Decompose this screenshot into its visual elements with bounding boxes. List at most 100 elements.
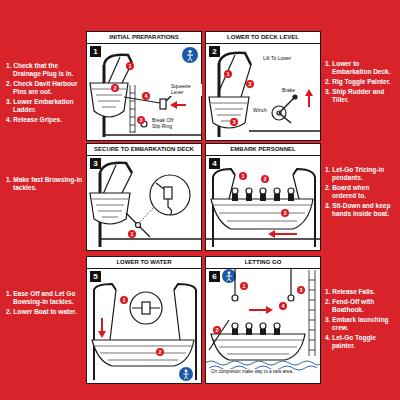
instruction-text: 1. Ease Off and Let Go Bowsing-in tackle…: [6, 290, 84, 306]
safety-sign: [222, 269, 236, 283]
davit-brace: [219, 55, 235, 91]
red-arrow: [308, 95, 310, 107]
instruction-list: 1. Make fast Browsing-in tackles.: [6, 176, 84, 194]
person-body: [274, 329, 280, 335]
red-arrow: [176, 104, 186, 106]
instruction-text: 2. Lower Boat to water.: [6, 308, 84, 316]
instruction-text: 1. Let-Go Tricing-in pendants.: [325, 166, 395, 182]
callout-number: 3: [281, 209, 289, 217]
pilot-ladder: [309, 270, 315, 356]
safety-sign: [179, 367, 193, 381]
panel-ground: [86, 143, 202, 251]
person-body: [246, 329, 252, 335]
gripe-lever-body: [160, 99, 166, 109]
embarkation-ladder: [130, 85, 135, 133]
detail-wire: [156, 183, 164, 189]
person-body: [232, 194, 238, 201]
callout-number: 2: [213, 326, 221, 334]
panel-heading: EMBARK PERSONNEL: [206, 144, 320, 156]
red-arrow: [249, 309, 266, 311]
person-head: [274, 188, 280, 194]
step-number-box: 4: [209, 158, 220, 169]
person-body: [288, 194, 294, 201]
instruction-text: 1. Lower to Embarkation Deck.: [325, 60, 395, 76]
person-head: [260, 323, 266, 329]
sign-figure: [183, 373, 188, 379]
released-falls: [235, 268, 291, 295]
water-waves: [205, 361, 321, 365]
person-body: [274, 194, 280, 201]
callout-number: 4: [279, 302, 287, 310]
davit-arm: [219, 53, 251, 65]
panel-heading: LOWER TO DECK LEVEL: [206, 32, 320, 44]
seated-crew: [232, 323, 280, 335]
step-number: 2: [209, 46, 220, 57]
instruction-text: 2. Rig Toggle Painter.: [325, 78, 395, 86]
instruction-list: 1. Ease Off and Let Go Bowsing-in tackle…: [6, 290, 84, 318]
detail-circle: [150, 175, 190, 215]
step-number-box: 5: [90, 271, 101, 282]
callout-number: 2: [246, 80, 254, 88]
blue-sign: [222, 269, 236, 283]
sign-figure-head: [228, 272, 231, 275]
blue-sign: [182, 47, 198, 63]
person-body: [246, 194, 252, 201]
davit-arm: [174, 284, 196, 380]
panel-ground: [86, 256, 202, 384]
deck-line: [249, 130, 321, 132]
instruction-text: 1. Release Falls.: [325, 288, 395, 296]
step-number: 5: [90, 271, 101, 282]
hull-hatching: [213, 340, 303, 354]
bowsing-tackle: [126, 213, 150, 237]
step-number: 1: [90, 46, 101, 57]
davit-arm: [100, 163, 132, 173]
winch-handle: [279, 113, 291, 123]
sign-figure: [226, 275, 231, 281]
hull-hatching: [211, 103, 247, 121]
step-panel: EMBARK PERSONNEL 4: [205, 143, 321, 251]
detail-block: [142, 302, 150, 314]
panel-heading: SECURE TO EMBARKATION DECK: [87, 144, 201, 156]
red-arrowhead: [268, 230, 275, 238]
detail-leader: [140, 207, 154, 222]
fall-block: [288, 295, 294, 301]
callout-number: 1: [224, 70, 232, 78]
step-number-box: 6: [209, 271, 220, 282]
red-arrowhead: [266, 306, 273, 314]
instruction-text: 4. Let-Go Toggle painter.: [325, 334, 395, 350]
callout-number: 4: [142, 92, 150, 100]
panel-heading: INITIAL PREPARATIONS: [87, 32, 201, 44]
sign-figure-head: [188, 50, 191, 53]
step-number: 6: [209, 271, 220, 282]
step-number-box: 1: [90, 46, 101, 57]
panel-ground: [86, 31, 202, 141]
tackle-block: [136, 223, 141, 228]
panel-ground: [205, 31, 321, 141]
step-number-box: 3: [90, 158, 101, 169]
sign-figure: [187, 54, 193, 62]
instruction-list: 1. Lower to Embarkation Deck. 2. Rig Togg…: [325, 60, 395, 106]
lifeboat-hull: [211, 199, 313, 229]
part-label: Brake: [281, 88, 296, 94]
person-head: [232, 188, 238, 194]
lifeboat-hull: [209, 97, 249, 128]
callout-number: 3: [297, 286, 305, 294]
red-arrowhead: [98, 331, 106, 338]
deck-line: [100, 238, 202, 240]
detail-block: [164, 187, 172, 199]
person-body: [260, 329, 266, 335]
detail-circle: [130, 292, 162, 324]
callout-number: 2: [111, 84, 119, 92]
callout-number: 1: [126, 62, 134, 70]
safety-note: On completion make way to a safe area.: [211, 369, 293, 374]
instruction-text: 4. Release Gripes.: [6, 116, 84, 124]
hull-hatching: [92, 199, 128, 217]
embarking-drawing: [205, 169, 321, 247]
step-panel: LETTING GO6: [205, 256, 321, 384]
brake-knob: [293, 95, 297, 99]
person-head: [274, 323, 280, 329]
letting-go-drawing: [205, 268, 321, 370]
red-arrow: [101, 318, 103, 332]
blue-sign: [179, 367, 193, 381]
